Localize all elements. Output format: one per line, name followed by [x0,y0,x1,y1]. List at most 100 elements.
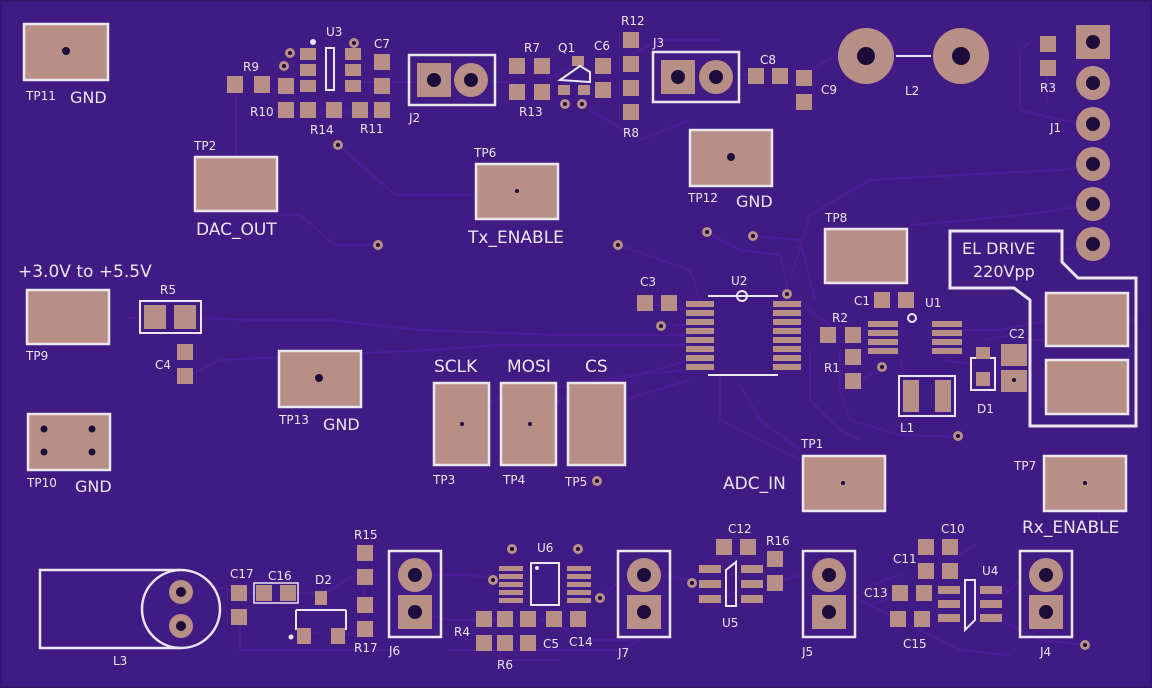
d2-body [295,609,347,630]
r10-pad-1 [278,78,294,94]
u1-label: U1 [925,296,941,310]
c10-label: C10 [941,522,965,536]
q1-pad-1 [572,56,584,66]
r5-pad-2 [174,305,196,329]
u1-pads-right [932,321,962,354]
d2-label: D2 [315,573,332,587]
r7-pad-2 [534,58,550,74]
tp3-testpoint[interactable] [432,381,491,467]
c10-pad-1 [942,539,958,555]
c11-pad-1 [918,539,934,555]
r10-label: R10 [250,105,274,119]
tp12-testpoint[interactable] [688,128,774,188]
u6-pin1-dot [535,566,539,570]
tp8-testpoint[interactable] [823,227,909,285]
c8-pad-1 [748,68,764,84]
rx-enable-label: Rx_ENABLE [1022,518,1119,538]
u1-group: C1 U1 R2 R1 L1 D [820,292,1027,441]
u1-pads-left [868,321,898,354]
r11-pad-1 [352,102,368,118]
tp4-testpoint[interactable] [499,381,558,467]
c7-pad-2 [374,78,390,94]
j2-outline [407,53,497,107]
tp11-label: TP11 [25,89,56,103]
u5-body [725,559,737,607]
el-drive-pad-top[interactable] [1044,291,1130,348]
r3-pad-1 [1040,36,1056,52]
r14-label: R14 [310,123,334,137]
r12-label: R12 [621,14,645,28]
d1-pad-2 [976,372,990,386]
testpoints: TP11 GND TP2 DAC_OUT TP6 Tx_ENABLE TP12 … [18,22,1138,538]
r15-pad-2 [357,569,373,585]
u2-label: U2 [731,274,747,288]
r2-pad-1 [820,327,836,343]
c2-label: C2 [1009,327,1025,341]
tp6-label: TP6 [473,146,496,160]
tp10-testpoint[interactable] [26,412,112,472]
r13-label: R13 [519,105,543,119]
j3-outline [651,50,741,104]
tx-enable-label: Tx_ENABLE [467,228,564,248]
j6-label: J6 [388,644,400,658]
d2-pad-3 [331,628,345,644]
tp11-testpoint[interactable] [22,22,110,82]
c10-pad-2 [942,563,958,579]
u3-label: U3 [326,25,342,39]
tp9-testpoint[interactable] [25,288,111,346]
tp13-gnd-label: GND [323,415,360,434]
tp2-label: TP2 [193,139,216,153]
c3-pad-1 [637,295,653,311]
c13-label: C13 [864,586,888,600]
d2-pin1-dot [288,634,294,640]
r17-label: R17 [354,641,378,655]
c5-pad-1 [520,611,536,627]
u3-body [325,47,335,91]
r8-pad-2 [623,104,639,120]
c15-pad-1 [890,611,906,627]
r2-label: R2 [832,311,848,325]
cs-label: CS [585,357,608,377]
j4-label: J4 [1039,645,1051,659]
tp1-testpoint[interactable] [801,454,887,513]
l1-pad-2 [935,380,951,412]
tp6-testpoint[interactable] [474,162,560,221]
u3-pad-5 [345,64,361,76]
u3-pad-2 [300,64,316,76]
r6-pad-2 [497,635,513,651]
c1-label: C1 [854,294,870,308]
c9-label: C9 [821,83,837,97]
j4-outline [1018,549,1074,639]
l1-label: L1 [900,421,914,435]
j3-label: J3 [652,36,664,50]
c8-pad-2 [772,68,788,84]
c14-label: C14 [569,635,593,649]
tp2-testpoint[interactable] [193,155,279,213]
r3-label: R3 [1040,81,1056,95]
r9-label: R9 [243,60,259,74]
c17-label: C17 [230,567,254,581]
r17-pad-1 [357,597,373,613]
r11-pad-2 [374,102,390,118]
l1-outline [898,375,956,417]
r10-pad-2 [278,102,294,118]
tp13-testpoint[interactable] [277,349,363,409]
tp5-label: TP5 [564,475,587,489]
c16-pad-1 [256,585,272,601]
tp5-testpoint[interactable] [566,381,627,467]
tp10-gnd-label: GND [75,477,112,496]
c7-pad-1 [374,54,390,70]
d2-pad-1 [315,591,327,605]
u2-notch [736,290,748,302]
r13-pad-1 [509,84,525,100]
el-drive-pad-bottom[interactable] [1044,358,1130,416]
tp7-testpoint[interactable] [1042,454,1128,513]
c5-pad-2 [520,635,536,651]
c14-pad-2 [570,611,586,627]
tp7-label: TP7 [1013,459,1036,473]
u4-pads-left [938,586,960,622]
r8-pad-1 [623,80,639,96]
el-drive-outline [948,229,1138,428]
c3-pad-2 [661,295,677,311]
